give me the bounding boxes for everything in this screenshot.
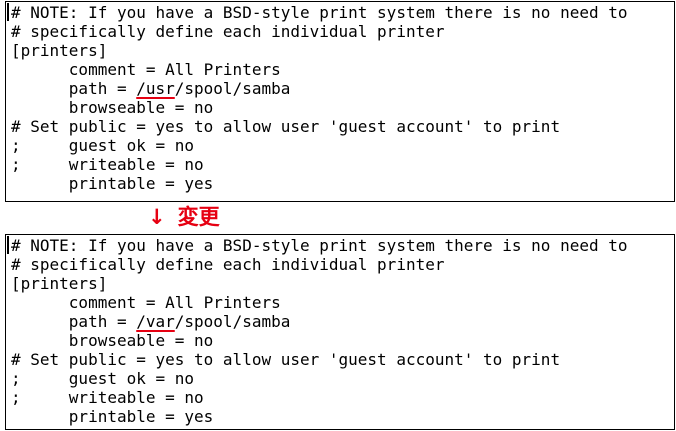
code-line: printable = yes	[11, 407, 214, 426]
code-line: # specifically define each individual pr…	[11, 22, 445, 41]
code-line: # specifically define each individual pr…	[11, 255, 445, 274]
code-line: browseable = no	[11, 98, 214, 117]
code-line-path: path = /var/spool/samba	[11, 312, 291, 331]
code-line: comment = All Printers	[11, 60, 281, 79]
text-cursor	[7, 236, 9, 254]
path-suffix: /spool/samba	[174, 312, 291, 331]
config-before-box: # NOTE: If you have a BSD-style print sy…	[5, 1, 675, 202]
code-line: printable = yes	[11, 174, 214, 193]
code-line: comment = All Printers	[11, 293, 281, 312]
path-highlight-var: /var	[136, 312, 175, 331]
code-line: # NOTE: If you have a BSD-style print sy…	[11, 236, 628, 255]
code-line: # NOTE: If you have a BSD-style print sy…	[11, 3, 628, 22]
code-line-path: path = /usr/spool/samba	[11, 79, 291, 98]
path-highlight-usr: /usr	[136, 79, 175, 98]
code-line: # Set public = yes to allow user 'guest …	[11, 350, 561, 369]
path-prefix: path =	[11, 79, 137, 98]
text-cursor	[7, 3, 9, 21]
code-line: ; writeable = no	[11, 388, 204, 407]
code-line: browseable = no	[11, 331, 214, 350]
code-line: # Set public = yes to allow user 'guest …	[11, 117, 561, 136]
path-suffix: /spool/samba	[174, 79, 291, 98]
path-prefix: path =	[11, 312, 137, 331]
code-line: ; writeable = no	[11, 155, 204, 174]
code-line: ; guest ok = no	[11, 369, 195, 388]
change-text: 変更	[177, 205, 220, 229]
down-arrow-icon: ↓	[148, 205, 166, 229]
code-line: [printers]	[11, 41, 108, 60]
code-line: ; guest ok = no	[11, 136, 195, 155]
code-line: [printers]	[11, 274, 108, 293]
config-after-box: # NOTE: If you have a BSD-style print sy…	[5, 234, 675, 430]
change-label: ↓ 変更	[148, 203, 220, 231]
